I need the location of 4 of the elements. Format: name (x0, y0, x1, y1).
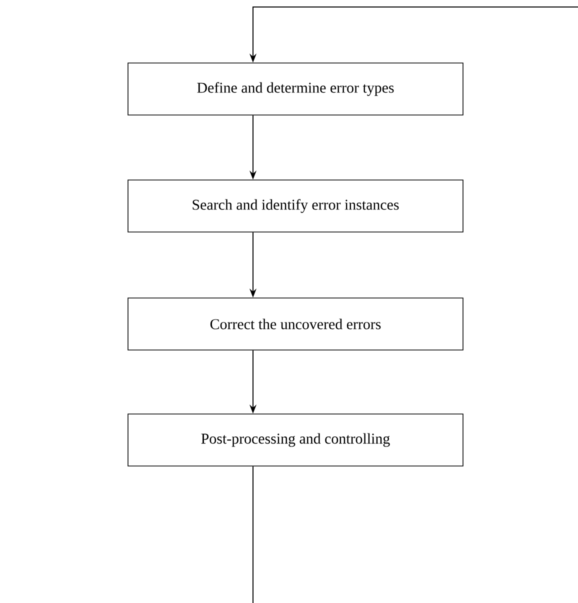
process-box: Define and determine error types (128, 62, 464, 116)
process-box: Correct the uncovered errors (128, 298, 464, 350)
process-box: Post-processing and controlling (128, 414, 464, 466)
process-box: Search and identify error instances (128, 180, 464, 232)
